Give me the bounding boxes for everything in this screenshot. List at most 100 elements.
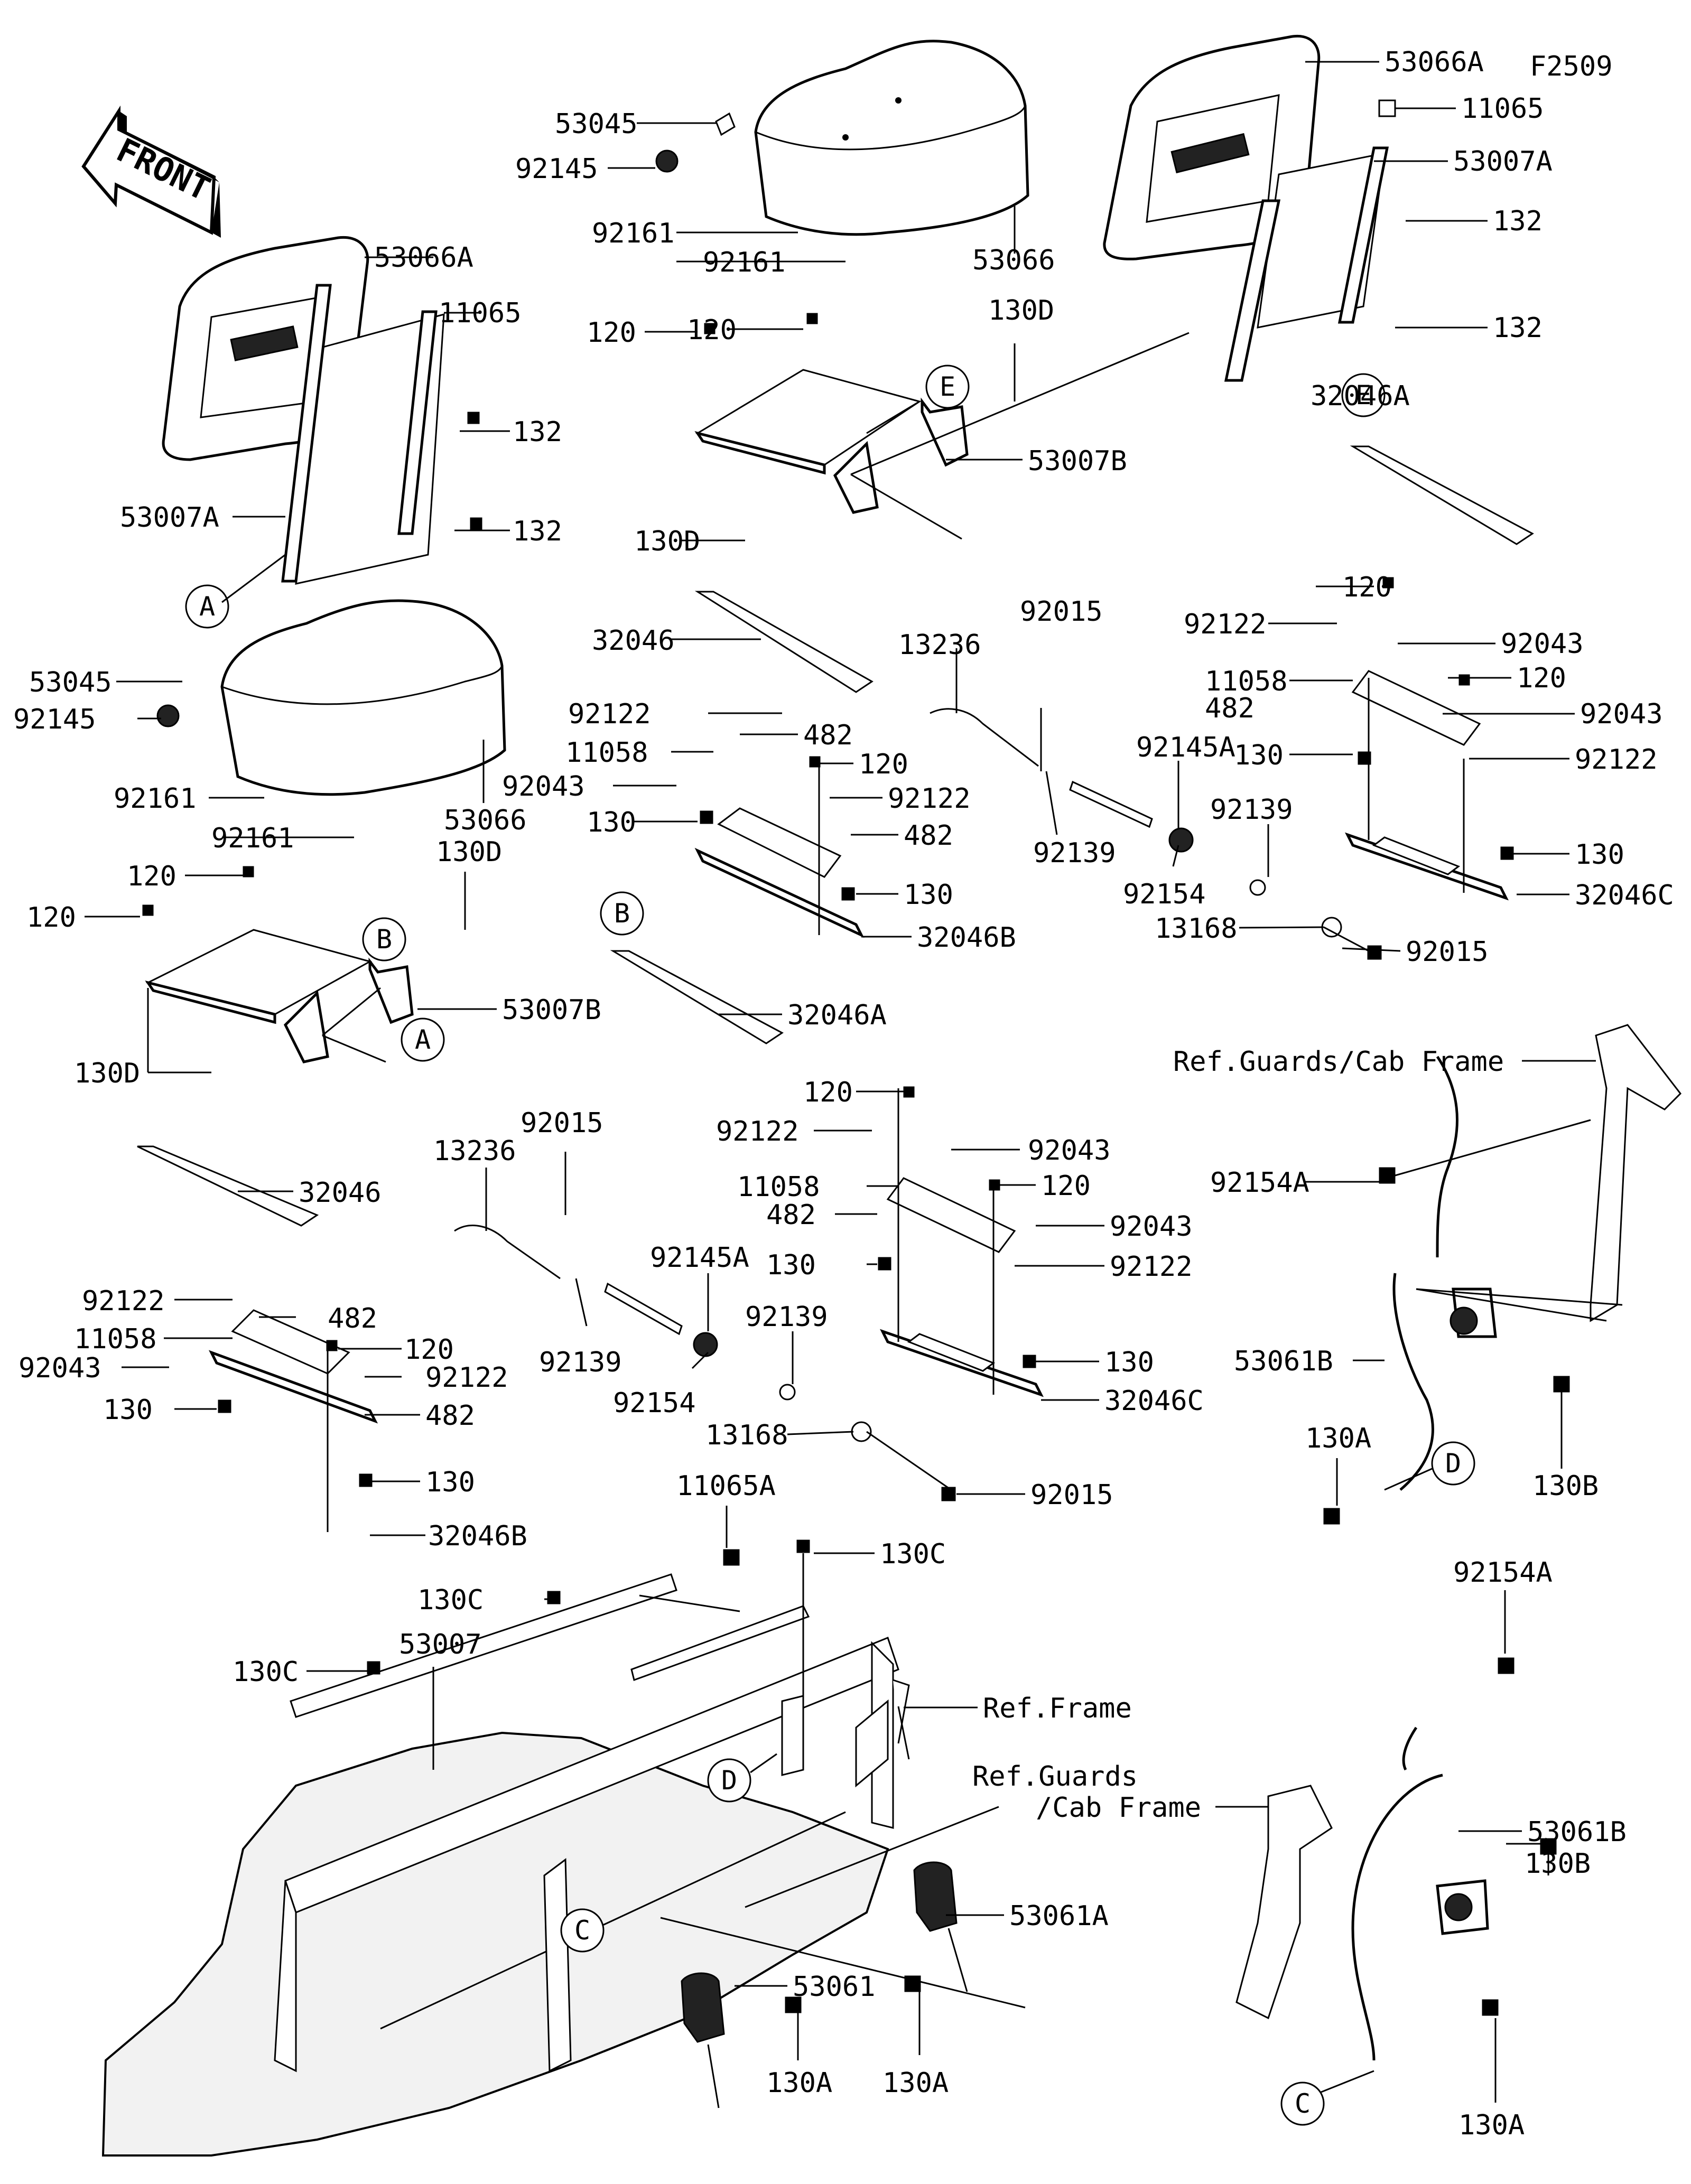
part-label: 92015	[1406, 936, 1489, 968]
part-label: 120	[127, 861, 176, 892]
part-label: 130	[904, 879, 953, 911]
part-label: 92043	[1501, 628, 1584, 660]
part-label: 130	[587, 807, 636, 838]
svg-text:D: D	[721, 1765, 737, 1796]
part-label: 13168	[705, 1420, 788, 1451]
part-label: 32046B	[428, 1520, 527, 1552]
part-label: 482	[425, 1400, 475, 1432]
part-label: 482	[766, 1199, 816, 1231]
part-label: 92154	[1123, 879, 1206, 910]
seat-rail-right	[1345, 670, 1509, 901]
part-label: 92015	[1020, 596, 1103, 628]
svg-text:B: B	[376, 924, 392, 955]
part-label: 53061B	[1527, 1816, 1627, 1848]
callout-c-2: C	[1280, 2082, 1325, 2126]
seat-rail-center	[694, 807, 865, 938]
part-label: 53007B	[1028, 445, 1127, 477]
callout-e-1: E	[925, 365, 970, 409]
callout-d-1: D	[707, 1758, 751, 1803]
part-label: Ref.Guards	[972, 1761, 1138, 1793]
part-label: 92122	[1575, 744, 1658, 776]
part-label: 120	[1517, 662, 1566, 694]
seat-belt-buckle-a	[913, 1861, 968, 1992]
callout-b-2: B	[600, 891, 644, 936]
svg-text:B: B	[614, 898, 630, 929]
torsion-spring-left	[156, 704, 180, 727]
slide-lever-right	[930, 708, 1342, 938]
part-label: 92043	[1580, 698, 1663, 730]
part-label: Ref.Frame	[983, 1693, 1132, 1724]
part-label: 53066	[444, 805, 527, 836]
part-label: Ref.Guards/Cab Frame	[1173, 1046, 1504, 1078]
callout-b-1: B	[362, 917, 406, 962]
seat-cushion-left	[220, 599, 506, 796]
diagram-code: F2509	[1530, 51, 1613, 82]
part-label: 130C	[233, 1656, 299, 1688]
part-label: 13168	[1155, 913, 1238, 945]
part-label: 53007B	[502, 994, 601, 1026]
bolt-icons	[142, 313, 1570, 2016]
part-label: 53007A	[1453, 146, 1553, 178]
callout-a-1: A	[185, 584, 229, 629]
svg-text:A: A	[199, 591, 215, 622]
seat-belt-upper-right	[1392, 1024, 1681, 1491]
part-label: 120	[687, 314, 737, 346]
part-label: 53066A	[1385, 46, 1484, 78]
part-label: 120	[26, 902, 76, 934]
part-label: 92161	[703, 247, 786, 278]
part-label: 92161	[114, 783, 197, 815]
part-label: 92139	[745, 1301, 828, 1333]
part-label: 53066	[972, 245, 1055, 276]
part-label: 132	[1493, 206, 1543, 237]
part-label: 130	[425, 1467, 475, 1498]
callout-c-1: C	[560, 1908, 605, 1953]
part-label: 11058	[74, 1323, 157, 1355]
part-label: 130C	[417, 1584, 484, 1616]
part-label: 92139	[539, 1347, 622, 1378]
part-label: 53007A	[120, 502, 219, 534]
part-label: 32046A	[1311, 380, 1410, 412]
seat-rail-left	[208, 1309, 378, 1424]
part-label: 130	[1234, 740, 1284, 771]
part-label: 92154A	[1210, 1167, 1309, 1199]
part-label: 11065A	[676, 1470, 776, 1502]
part-label: 482	[1205, 693, 1255, 724]
svg-text:E: E	[1355, 380, 1371, 410]
part-label: 130A	[766, 2067, 832, 2099]
seat-belt-buckle	[681, 1972, 725, 2108]
callout-d-2: D	[1431, 1441, 1475, 1486]
part-label: 53007	[399, 1629, 482, 1660]
svg-text:D: D	[1445, 1448, 1461, 1479]
svg-text:C: C	[1295, 2088, 1311, 2119]
part-label: 130A	[1458, 2110, 1525, 2141]
seat-rail-middle	[880, 1177, 1044, 1397]
slide-lever-middle	[454, 1225, 872, 1442]
part-label: 13236	[433, 1135, 516, 1167]
part-label: 92122	[425, 1362, 508, 1394]
slide-plate-b	[610, 950, 784, 1044]
part-label: 92122	[888, 783, 971, 815]
part-label: 92161	[592, 218, 675, 249]
vehicle-frame	[101, 1573, 910, 2157]
part-label: 92122	[1110, 1251, 1193, 1283]
part-label: 92139	[1033, 837, 1116, 869]
leader-lines	[85, 61, 1623, 2103]
part-label: 132	[513, 416, 562, 448]
part-label: 132	[513, 516, 562, 547]
part-label: 130A	[1305, 1423, 1371, 1454]
seat-cushion-center	[754, 40, 1029, 236]
part-label: 92043	[1110, 1211, 1193, 1243]
part-label: 92043	[18, 1352, 101, 1384]
svg-text:A: A	[415, 1024, 431, 1055]
part-label: 92145A	[650, 1242, 749, 1274]
part-label: 13236	[898, 629, 981, 661]
part-label: 11065	[439, 297, 522, 329]
part-label: 32046A	[787, 1000, 887, 1031]
part-label: 120	[404, 1334, 454, 1366]
part-label: 92122	[82, 1285, 165, 1317]
part-label: 92015	[1030, 1479, 1113, 1511]
part-label: 130	[1104, 1347, 1154, 1378]
part-label: 11065	[1461, 93, 1544, 125]
part-label: 11058	[1205, 666, 1288, 697]
